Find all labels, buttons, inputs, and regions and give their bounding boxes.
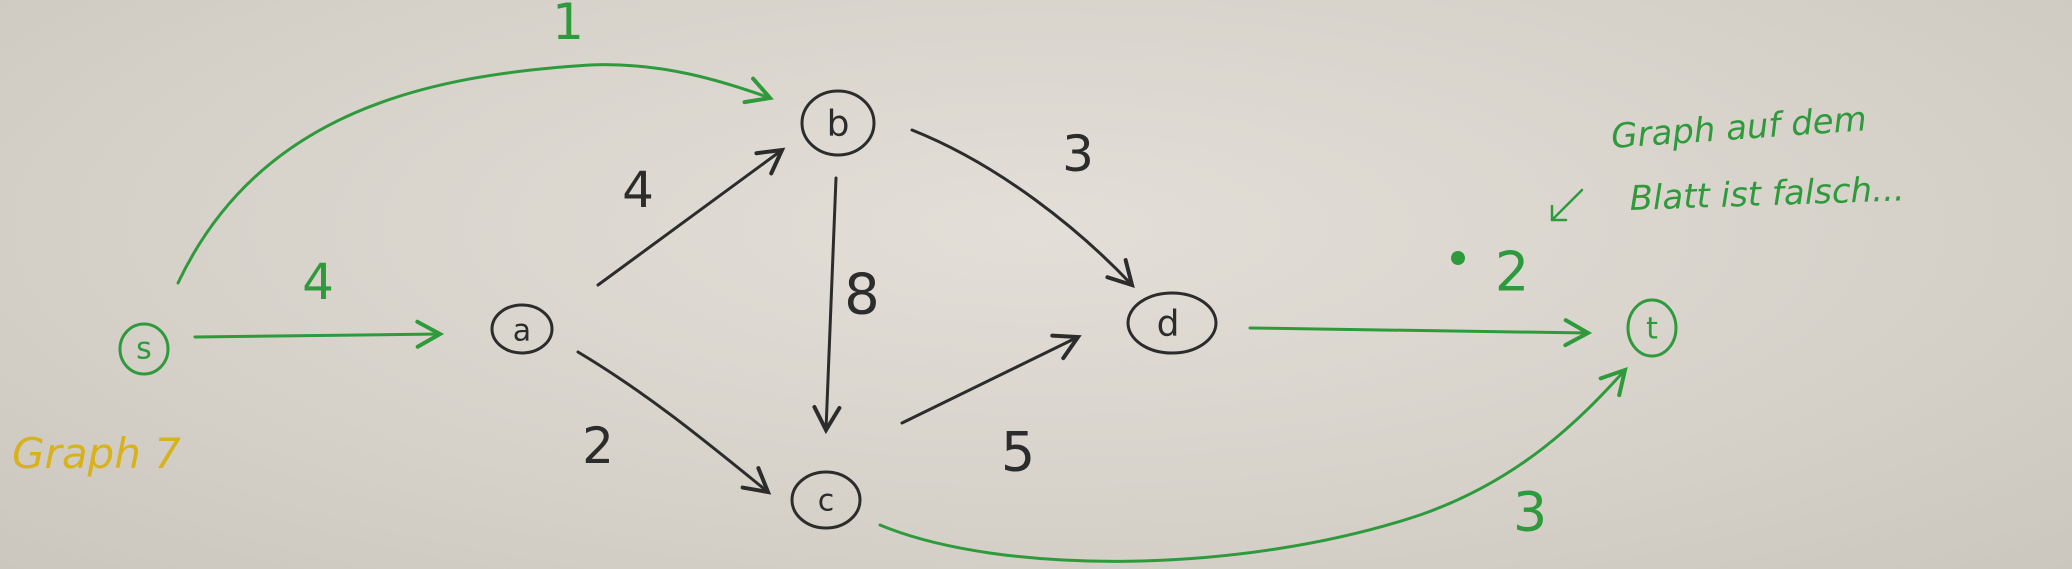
weight-c-d: 5 [1001,421,1035,484]
svg-text:t: t [1646,312,1658,347]
edge-b-d [910,128,1135,288]
node-t: t [1626,298,1678,358]
svg-text:d: d [1157,304,1180,345]
edge-c-d [900,333,1082,425]
weight-s-a: 4 [302,253,334,311]
note-arrow-icon [1550,188,1584,222]
note-line-2: Blatt ist falsch... [1629,169,1905,219]
weight-a-c: 2 [582,417,614,475]
edge-s-a [193,319,445,349]
edge-a-c [576,350,772,495]
edge-a-b [596,147,786,287]
weight-d-t: 2 [1495,241,1529,304]
weight-a-b: 4 [622,161,654,219]
edge-c-t [878,366,1628,563]
weight-s-b: 1 [552,0,584,51]
edge-b-c [812,176,842,435]
graph-label: Graph 7 [12,429,181,478]
weight-b-d: 3 [1062,125,1094,183]
weight-c-t: 3 [1513,481,1547,544]
edge-d-t [1248,318,1593,348]
node-a: a [490,303,554,355]
edge-s-b [176,63,774,285]
ink-dot [1451,251,1465,265]
node-d: d [1126,291,1218,355]
note: Graph auf dem Blatt ist falsch... [1550,99,1905,222]
svg-text:s: s [136,332,152,367]
note-line-1: Graph auf dem [1610,99,1868,157]
svg-text:a: a [513,314,531,349]
svg-text:b: b [827,104,850,145]
node-b: b [800,89,876,157]
weight-b-c: 8 [844,263,880,328]
node-s: s [118,322,170,376]
svg-text:c: c [818,484,835,519]
node-c: c [790,470,862,530]
